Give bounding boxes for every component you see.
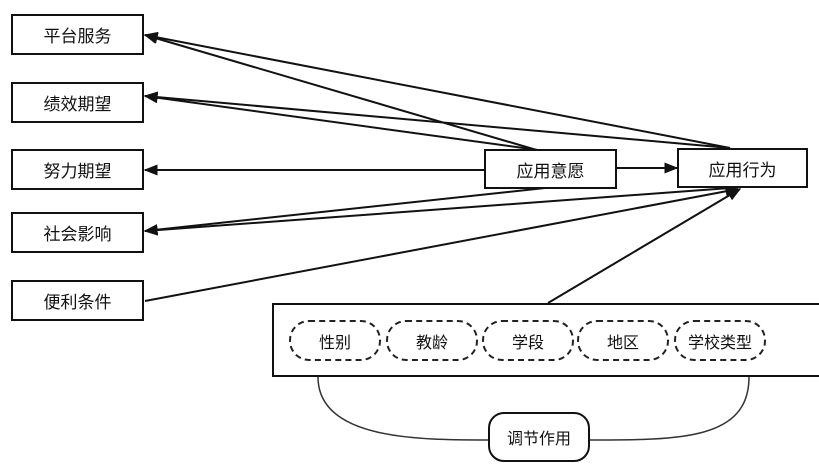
moderator-region: 地区 bbox=[577, 320, 669, 361]
edge-moderators-behavior bbox=[547, 188, 742, 304]
behavior-box: 应用行为 bbox=[677, 148, 808, 188]
moderator-label: 学校类型 bbox=[687, 332, 752, 352]
behavior-label: 应用行为 bbox=[708, 160, 777, 181]
moderating-role-box: 调节作用 bbox=[488, 412, 590, 462]
moderator-gender: 性别 bbox=[289, 320, 381, 361]
moderator-school-type: 学校类型 bbox=[674, 320, 766, 361]
moderator-school-level: 学段 bbox=[482, 320, 574, 361]
edge-intention-platform bbox=[143, 33, 541, 152]
edge-behavior-performance bbox=[143, 91, 731, 149]
factor-label: 便利条件 bbox=[43, 293, 112, 313]
factor-facilitating-conditions: 便利条件 bbox=[11, 280, 144, 321]
edge-intention-performance bbox=[143, 92, 546, 152]
bracket-right bbox=[589, 376, 750, 441]
factor-effort-expectancy: 努力期望 bbox=[11, 149, 144, 190]
factor-label: 平台服务 bbox=[43, 27, 112, 47]
edge-facilitating-behavior bbox=[144, 185, 740, 302]
intention-label: 应用意愿 bbox=[516, 161, 585, 182]
moderator-label: 地区 bbox=[606, 332, 639, 352]
intention-box: 应用意愿 bbox=[484, 149, 617, 189]
moderator-label: 性别 bbox=[318, 332, 351, 352]
edge-behavior-platform bbox=[143, 31, 731, 149]
factor-performance-expectancy: 绩效期望 bbox=[11, 82, 144, 123]
edge-behavior-social bbox=[143, 187, 731, 236]
moderator-label: 教龄 bbox=[415, 332, 448, 352]
factor-platform-service: 平台服务 bbox=[11, 14, 144, 55]
moderating-role-label: 调节作用 bbox=[506, 429, 571, 448]
factor-label: 社会影响 bbox=[43, 225, 112, 245]
factor-social-influence: 社会影响 bbox=[11, 212, 144, 253]
moderator-label: 学段 bbox=[511, 332, 544, 352]
moderator-teaching-years: 教龄 bbox=[386, 320, 478, 361]
edge-intention-social bbox=[143, 187, 546, 236]
factor-label: 努力期望 bbox=[43, 162, 112, 182]
bracket-left bbox=[317, 376, 489, 441]
factor-label: 绩效期望 bbox=[43, 95, 112, 115]
